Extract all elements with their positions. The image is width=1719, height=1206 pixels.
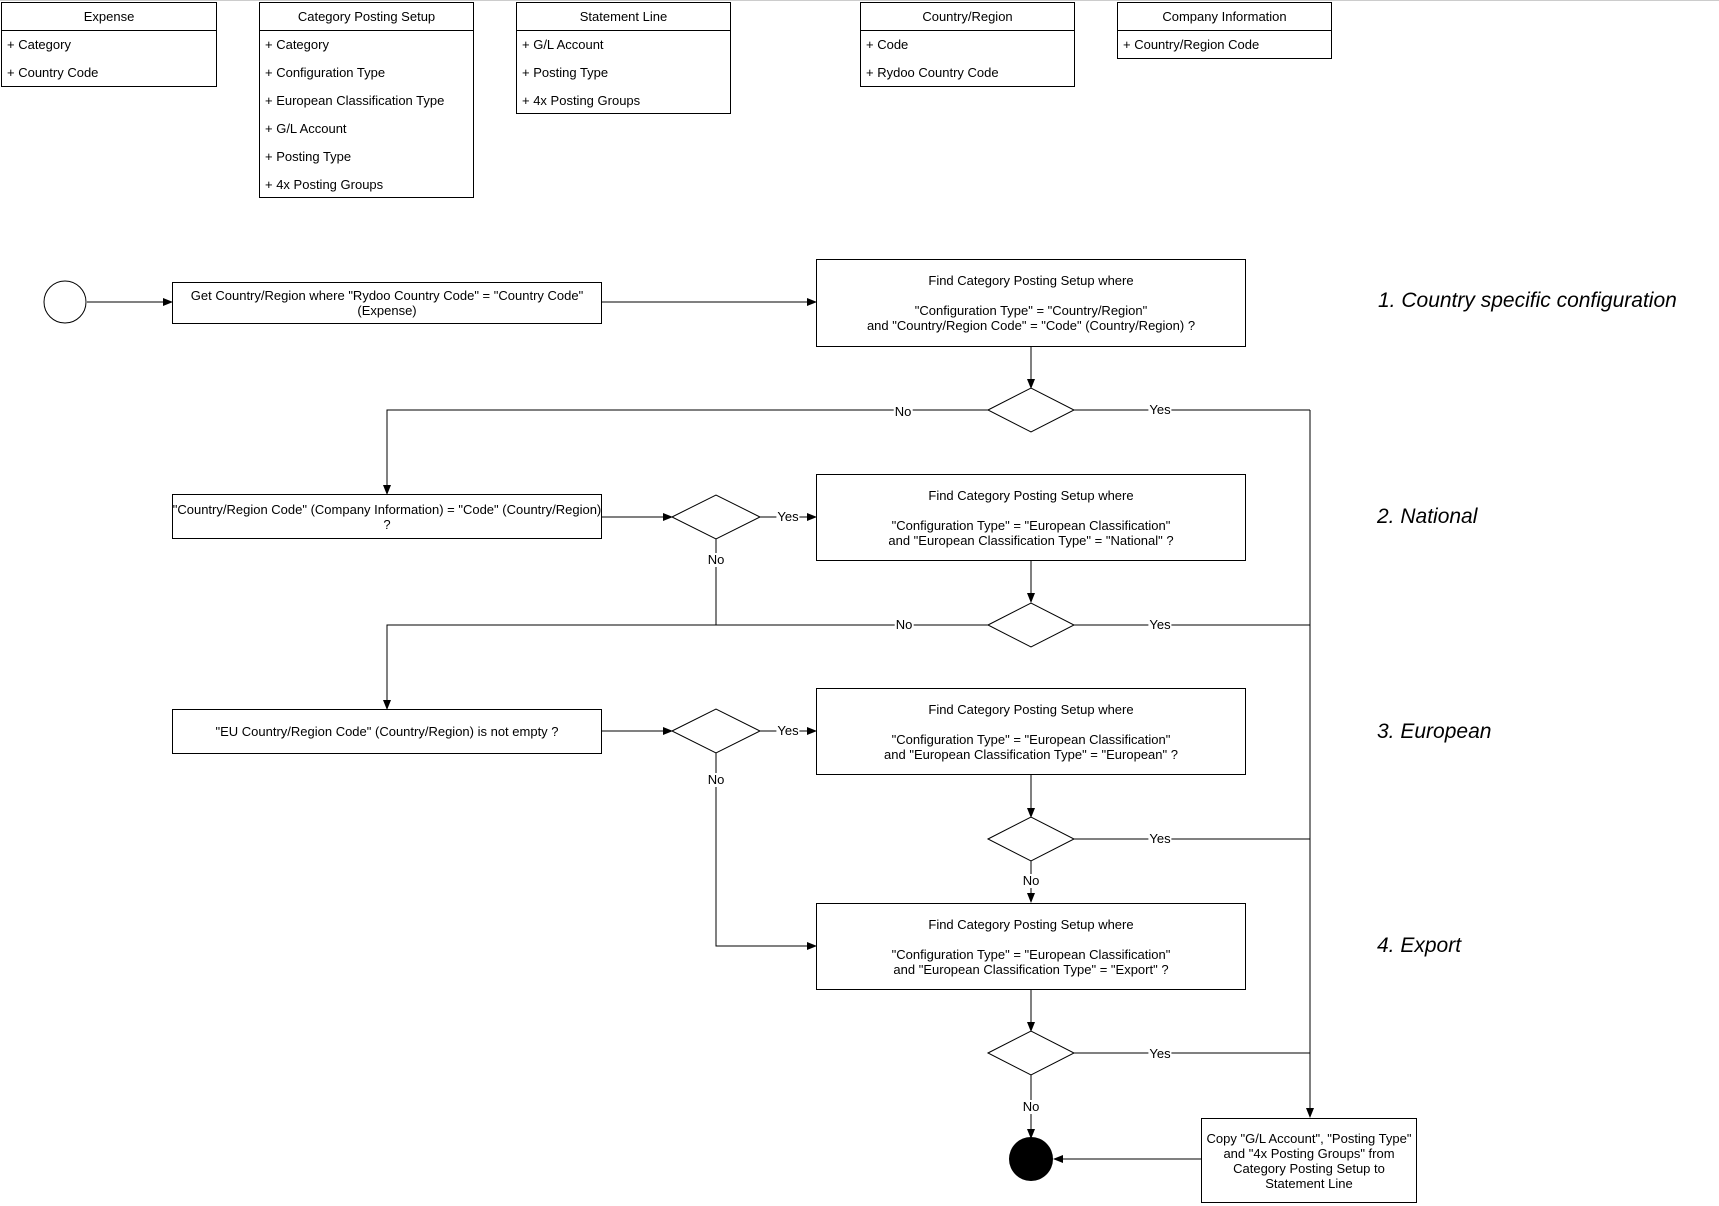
- node-text: and "European Classification Type" = "Ex…: [893, 961, 1169, 977]
- edge-label-no: No: [706, 552, 726, 567]
- class-attr: + European Classification Type: [265, 93, 445, 108]
- edge-label-no: No: [1021, 1099, 1041, 1114]
- edge-label-yes: Yes: [776, 723, 800, 738]
- node-text: "Configuration Type" = "European Classif…: [891, 946, 1171, 962]
- section-label-country-specific: 1. Country specific configuration: [1378, 289, 1677, 312]
- node-text: "Country/Region Code" (Company Informati…: [172, 501, 602, 517]
- node-get-country-region: Get Country/Region where "Rydoo Country …: [172, 282, 602, 324]
- decision-export: [986, 1030, 1076, 1076]
- node-text: "EU Country/Region Code" (Country/Region…: [215, 724, 559, 739]
- node-text: Copy "G/L Account", "Posting Type": [1206, 1130, 1412, 1146]
- decision-company-country: [670, 494, 762, 540]
- class-attr: + 4x Posting Groups: [265, 177, 384, 192]
- node-text: Statement Line: [1265, 1175, 1353, 1191]
- edge-label-no: No: [1021, 873, 1041, 888]
- node-text: and "European Classification Type" = "Eu…: [884, 746, 1178, 762]
- node-text: Find Category Posting Setup where: [928, 701, 1134, 717]
- class-attr: + G/L Account: [265, 121, 347, 136]
- class-attr: + Category: [7, 37, 71, 52]
- class-expense-title: Expense: [2, 3, 216, 31]
- class-statement-line-title: Statement Line: [517, 3, 730, 31]
- node-text: Find Category Posting Setup where: [928, 487, 1134, 503]
- node-text: and "4x Posting Groups" from: [1223, 1145, 1395, 1161]
- node-eu-code-check: "EU Country/Region Code" (Country/Region…: [172, 709, 602, 754]
- node-text: Category Posting Setup to: [1233, 1160, 1385, 1176]
- edge-decision-2-no: [383, 624, 988, 710]
- class-country-region-title: Country/Region: [861, 3, 1074, 31]
- node-text: Find Category Posting Setup where: [928, 273, 1134, 288]
- class-attr: + Posting Type: [522, 65, 609, 80]
- class-attr: + Rydoo Country Code: [866, 65, 999, 80]
- section-label-european: 3. European: [1377, 720, 1492, 743]
- class-attr: + Category: [265, 37, 329, 52]
- class-attr: + Posting Type: [265, 149, 352, 164]
- node-text: "Configuration Type" = "European Classif…: [891, 517, 1171, 533]
- class-attr: + G/L Account: [522, 37, 604, 52]
- class-country-region: Country/Region + Code + Rydoo Country Co…: [860, 2, 1075, 87]
- class-company-information-title: Company Information: [1118, 3, 1331, 31]
- edge-label-yes: Yes: [1148, 1046, 1172, 1061]
- class-attr: + Code: [866, 37, 909, 52]
- node-text: Find Category Posting Setup where: [928, 916, 1134, 932]
- node-find-export: Find Category Posting Setup where "Confi…: [816, 903, 1246, 990]
- edge-label-yes: Yes: [1148, 402, 1172, 417]
- class-attr: + Country/Region Code: [1123, 37, 1260, 52]
- node-text: and "European Classification Type" = "Na…: [888, 532, 1174, 548]
- class-category-posting-setup-title: Category Posting Setup: [260, 3, 473, 31]
- node-text: Get Country/Region where "Rydoo Country …: [190, 288, 584, 303]
- class-company-information: Company Information + Country/Region Cod…: [1117, 2, 1332, 59]
- node-find-national: Find Category Posting Setup where "Confi…: [816, 474, 1246, 561]
- section-label-national: 2. National: [1377, 505, 1478, 528]
- decision-national: [986, 602, 1076, 648]
- node-find-european: Find Category Posting Setup where "Confi…: [816, 688, 1246, 775]
- class-attr: + Country Code: [7, 65, 99, 80]
- node-text: "Configuration Type" = "Country/Region": [914, 303, 1148, 318]
- end-node: [1009, 1137, 1053, 1181]
- node-find-country-specific: Find Category Posting Setup where "Confi…: [816, 259, 1246, 347]
- edge-decision-1-no: [383, 409, 988, 495]
- node-text: (Expense): [357, 303, 417, 318]
- node-text: "Configuration Type" = "European Classif…: [891, 731, 1171, 747]
- decision-eu-code: [670, 708, 762, 754]
- class-expense: Expense + Category + Country Code: [1, 2, 217, 87]
- edge-label-no: No: [706, 772, 726, 787]
- edge-label-yes: Yes: [1148, 617, 1172, 632]
- node-text: and "Country/Region Code" = "Code" (Coun…: [866, 318, 1196, 333]
- decision-european: [986, 816, 1076, 862]
- edge-label-yes: Yes: [1148, 831, 1172, 846]
- edge-label-no: No: [893, 404, 913, 419]
- section-label-export: 4. Export: [1377, 934, 1462, 957]
- decision-country-specific: [986, 387, 1076, 433]
- class-category-posting-setup: Category Posting Setup + Category + Conf…: [259, 2, 474, 198]
- node-company-country-check: "Country/Region Code" (Company Informati…: [172, 494, 602, 539]
- class-attr: + Configuration Type: [265, 65, 386, 80]
- class-statement-line: Statement Line + G/L Account + Posting T…: [516, 2, 731, 114]
- start-node: [43, 280, 87, 324]
- edge-label-no: No: [894, 617, 914, 632]
- edge-decision-b-no: [715, 753, 817, 950]
- node-text: ?: [383, 516, 391, 532]
- node-copy-fields: Copy "G/L Account", "Posting Type" and "…: [1201, 1118, 1417, 1203]
- class-attr: + 4x Posting Groups: [522, 93, 641, 108]
- edge-label-yes: Yes: [776, 509, 800, 524]
